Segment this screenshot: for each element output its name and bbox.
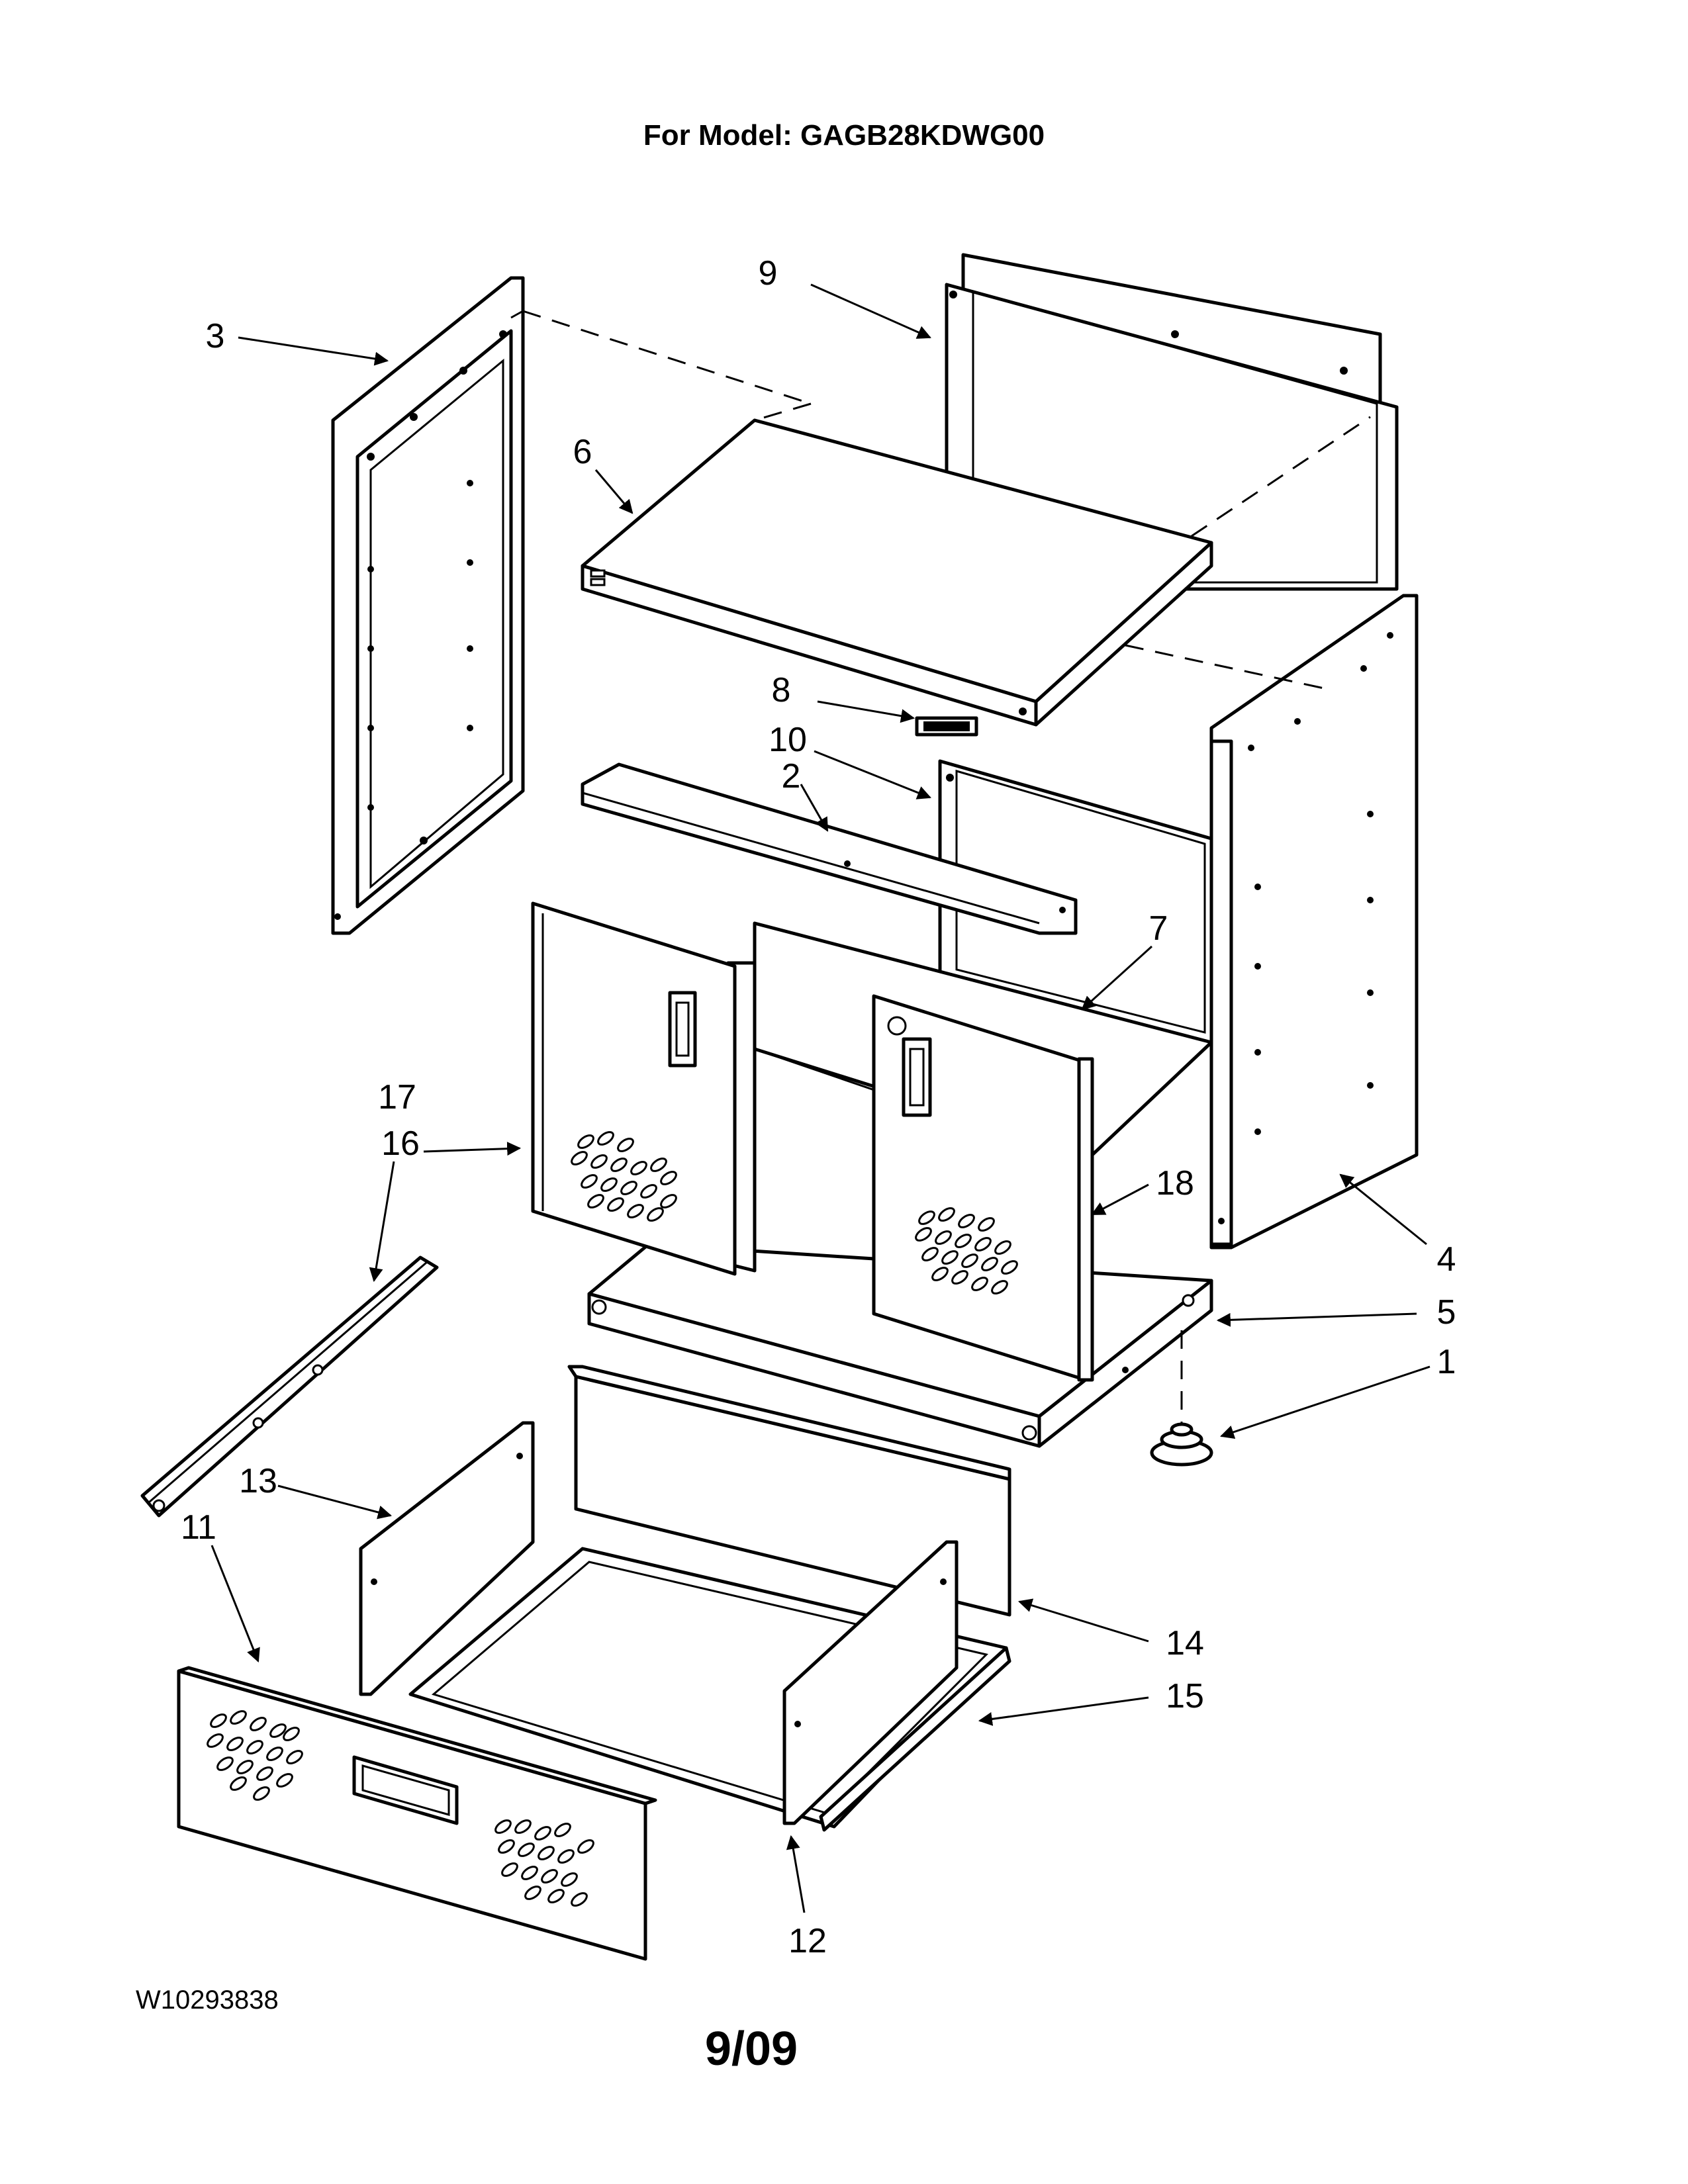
part-1-leveling-foot bbox=[1150, 1330, 1213, 1467]
revision-date: 9/09 bbox=[704, 2023, 798, 2075]
part-14-drawer-back bbox=[567, 1365, 1011, 1617]
callout-18: 18 bbox=[1156, 1164, 1194, 1203]
callout-7: 7 bbox=[1149, 909, 1168, 948]
callout-14: 14 bbox=[1166, 1624, 1204, 1662]
callout-2: 2 bbox=[782, 757, 801, 796]
part-12-drawer-right-side bbox=[782, 1540, 959, 1825]
callout-13: 13 bbox=[239, 1462, 277, 1500]
part-17-left-door bbox=[531, 901, 757, 1276]
callout-17: 17 bbox=[378, 1078, 416, 1116]
part-11-drawer-front bbox=[177, 1666, 657, 1961]
part-3-left-side-panel bbox=[331, 276, 525, 935]
document-number: W10293838 bbox=[136, 1985, 279, 2015]
callout-1: 1 bbox=[1437, 1343, 1456, 1381]
callout-labels: 1 2 3 4 5 6 7 8 9 10 11 12 13 14 15 16 1… bbox=[181, 254, 1456, 1960]
part-8-badge bbox=[915, 716, 978, 737]
callout-9: 9 bbox=[759, 254, 778, 293]
callout-15: 15 bbox=[1166, 1677, 1204, 1715]
callout-5: 5 bbox=[1437, 1293, 1456, 1332]
callout-4: 4 bbox=[1437, 1240, 1456, 1279]
callout-8: 8 bbox=[772, 671, 791, 709]
assembly-lines bbox=[522, 310, 1371, 690]
part-4-right-side-panel bbox=[1209, 594, 1419, 1250]
part-6-top-shelf bbox=[581, 418, 1213, 727]
callout-16: 16 bbox=[381, 1124, 420, 1163]
part-2-cross-brace bbox=[581, 762, 1078, 935]
part-18-right-door bbox=[872, 994, 1094, 1382]
callout-11: 11 bbox=[181, 1508, 216, 1547]
callout-10: 10 bbox=[769, 721, 807, 759]
part-16-drawer-slide bbox=[140, 1255, 439, 1518]
model-title: For Model: GAGB28KDWG00 bbox=[643, 119, 1045, 152]
part-13-drawer-left-side bbox=[359, 1421, 535, 1696]
callout-6: 6 bbox=[573, 433, 592, 471]
callout-12: 12 bbox=[788, 1922, 827, 1960]
callout-3: 3 bbox=[206, 317, 225, 355]
leader-lines bbox=[211, 283, 1430, 1913]
